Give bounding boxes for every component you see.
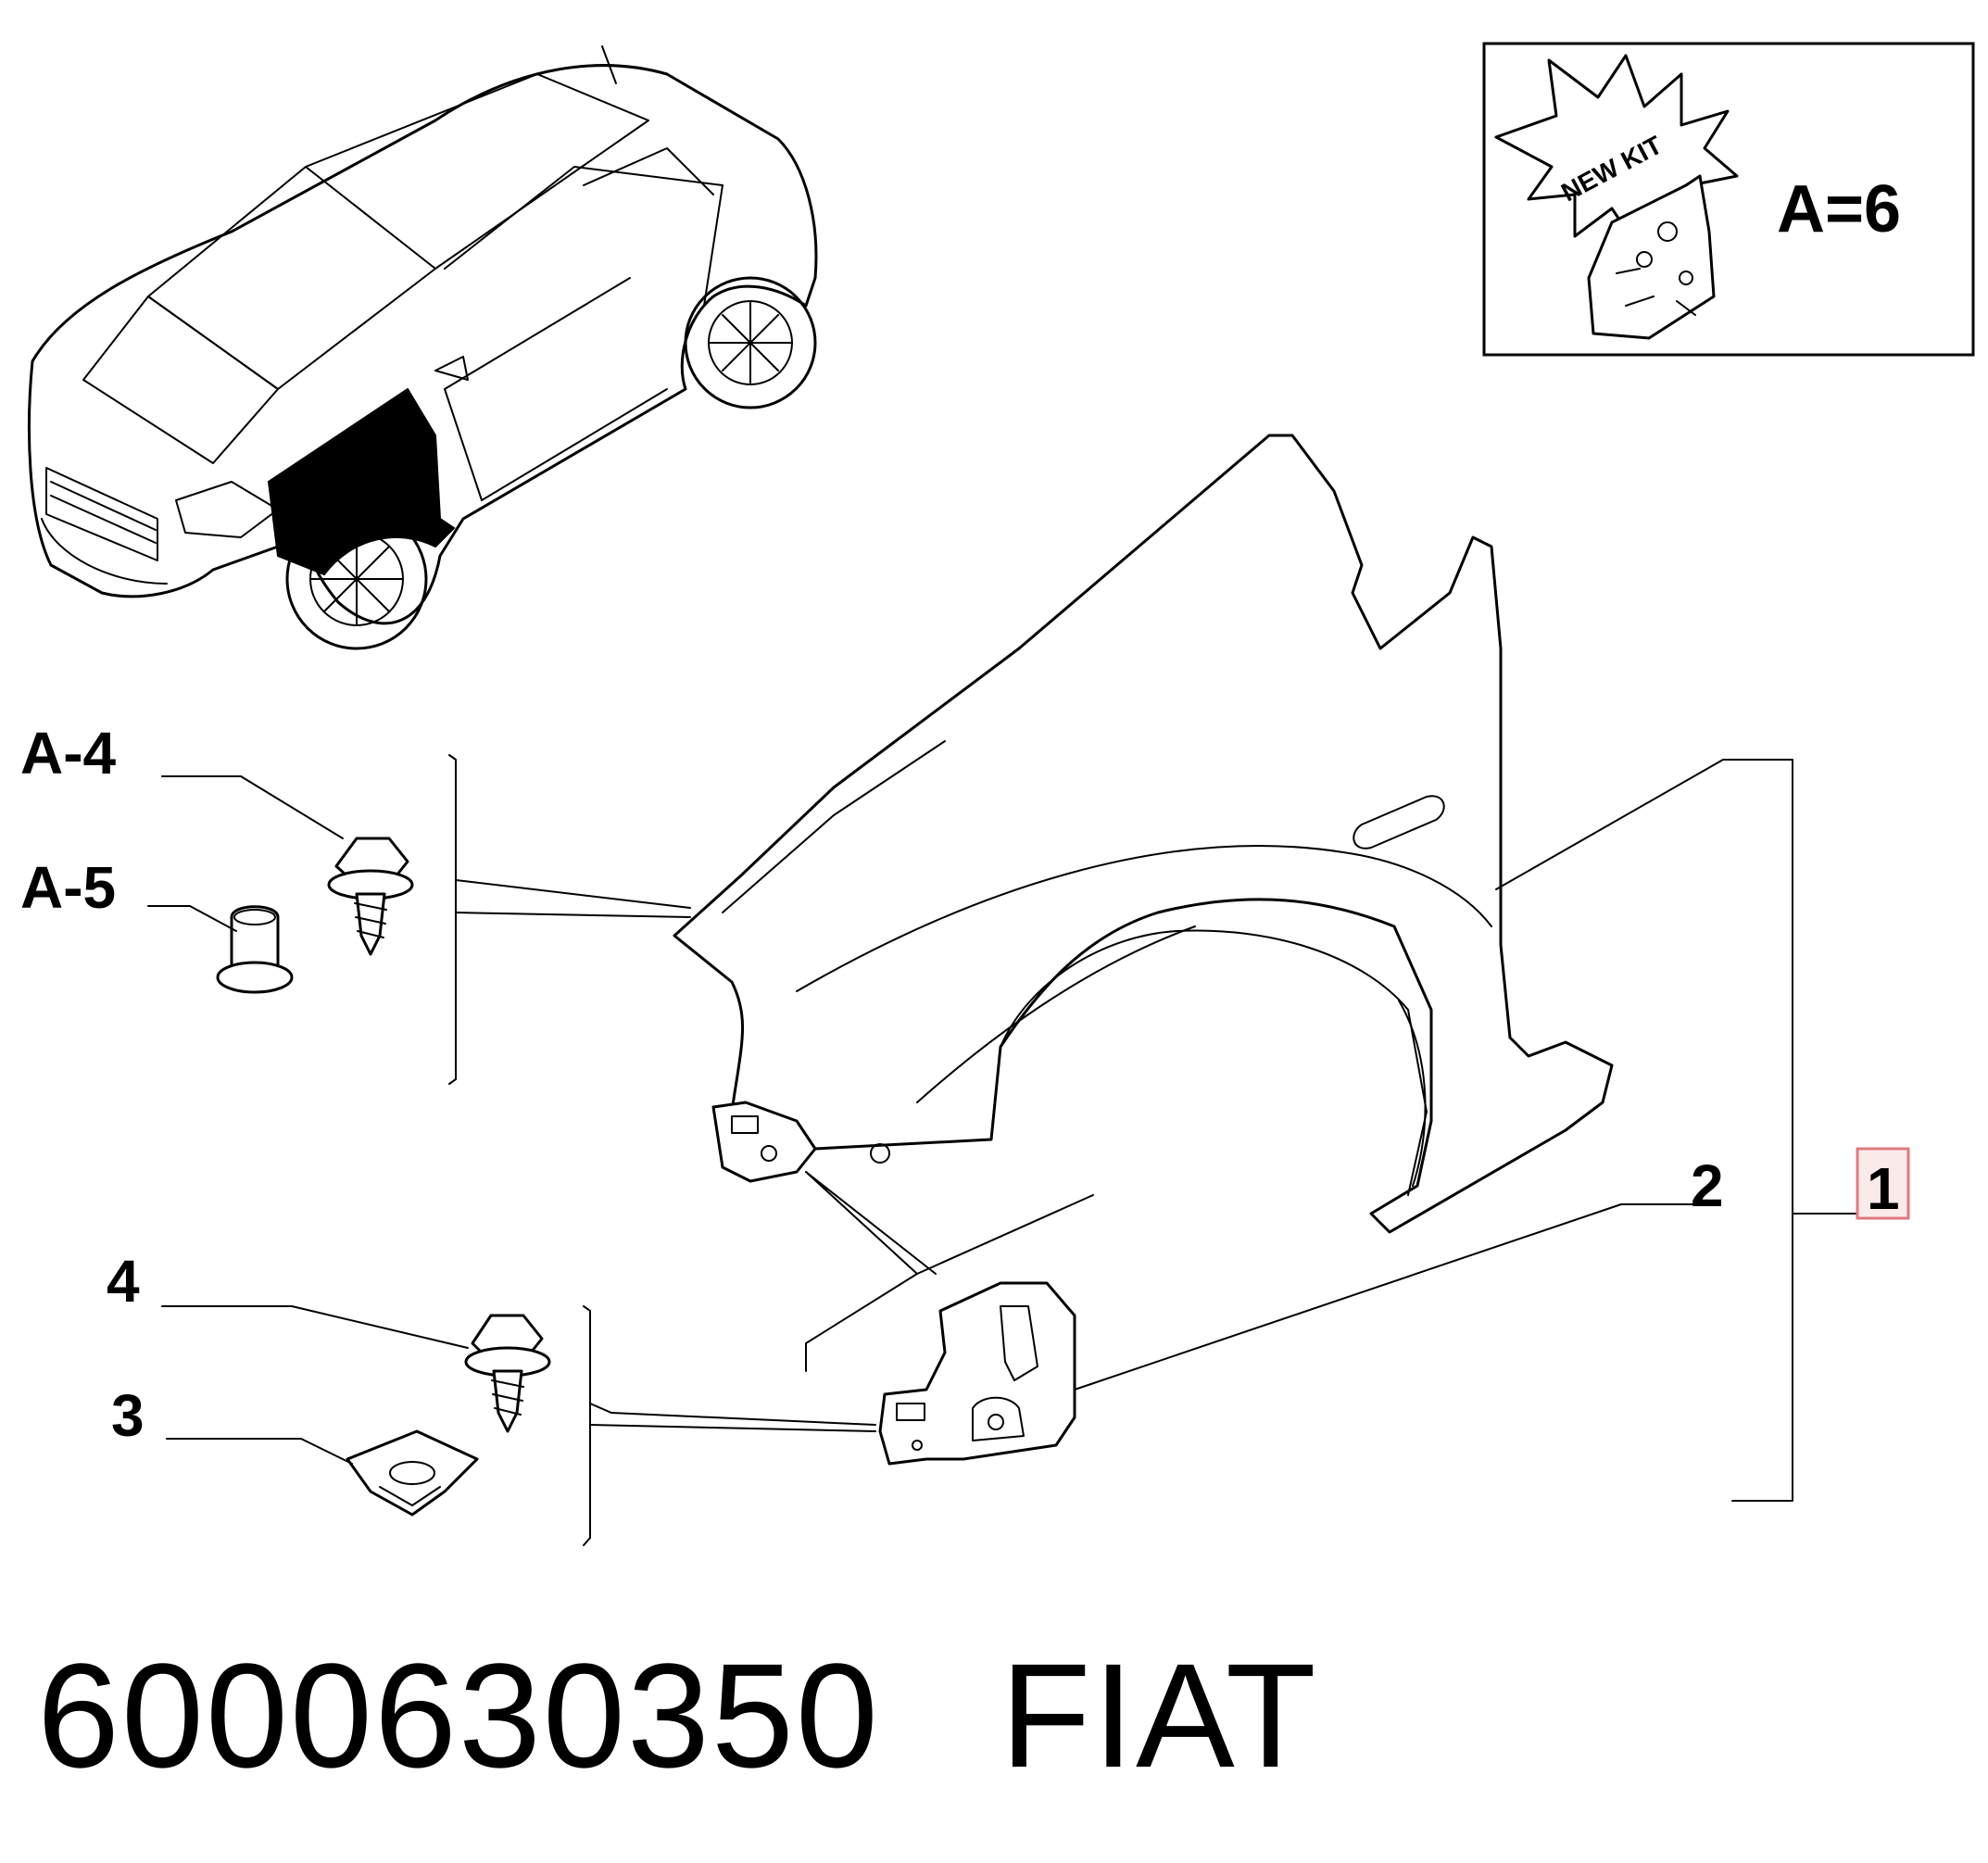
callout-2: 2: [1691, 1152, 1724, 1219]
callout-1-highlight: [1856, 1147, 1910, 1220]
kit-inset: NEW KIT A=6: [1482, 42, 1975, 357]
callout-1: 1: [1867, 1155, 1900, 1222]
footer-caption: 6000630350 FIAT: [37, 1630, 1318, 1801]
bracket-2-icon: [878, 1281, 1076, 1466]
car-illustration: [28, 45, 818, 650]
callout-3: 3: [111, 1382, 145, 1449]
callout-4: 4: [107, 1248, 140, 1315]
kit-quantity: A=6: [1777, 172, 1901, 246]
fender-part: [673, 434, 1614, 1234]
brand-name: FIAT: [1000, 1632, 1318, 1798]
callout-a4: A-4: [20, 720, 117, 787]
rivet-nut-a5-icon: [216, 905, 294, 994]
screw-4-icon: [464, 1314, 551, 1433]
screw-a4-icon: [327, 837, 414, 956]
part-number: 6000630350: [37, 1632, 880, 1798]
leader-lines: [147, 754, 1858, 1546]
clip-nut-3-icon: [346, 1429, 479, 1517]
callout-a5: A-5: [20, 854, 116, 921]
